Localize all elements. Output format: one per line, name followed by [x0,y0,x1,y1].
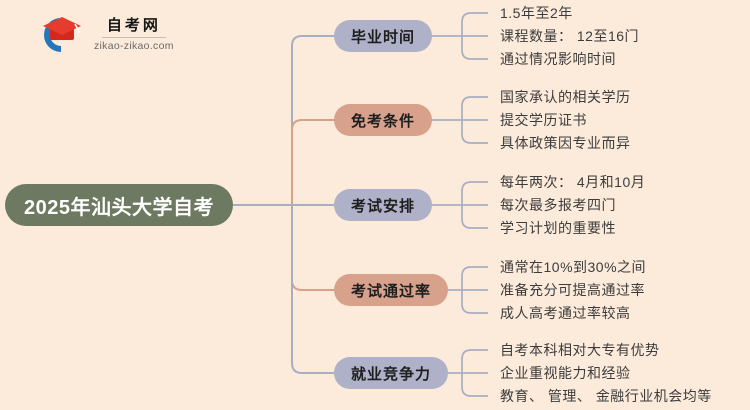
logo-divider [101,36,166,38]
graduation-cap-icon [43,17,81,52]
logo-text-block: 自考网 zikao-zikao.com [94,17,174,52]
leaf-item: 国家承认的相关学历 [500,89,631,105]
branch-node-employment-competitiveness: 就业竞争力 [334,357,449,389]
bracket-group-4 [445,266,488,314]
leaf-item: 自考本科相对大专有优势 [500,342,660,358]
branch-node-exam-schedule: 考试安排 [334,189,433,221]
logo-site-name: 自考网 [106,16,161,34]
bracket-group-5 [445,349,488,397]
leaf-item: 学习计划的重要性 [500,220,616,236]
branch-node-exemption-conditions: 免考条件 [334,104,433,136]
leaf-item: 准备充分可提高通过率 [500,282,645,298]
branch-node-graduation-time: 毕业时间 [334,20,433,52]
logo-domain: zikao-zikao.com [94,39,174,52]
root-node: 2025年汕头大学自考 [5,184,233,226]
leaf-item: 提交学历证书 [500,112,587,128]
bracket-group-1 [428,12,488,60]
leaf-item: 企业重视能力和经验 [500,365,631,381]
connector-branch-2 [291,119,336,205]
branch-node-pass-rate: 考试通过率 [334,274,449,306]
leaf-item: 成人高考通过率较高 [500,305,631,321]
bracket-group-2 [430,96,488,144]
site-logo: 自考网 zikao-zikao.com [34,14,174,54]
leaf-item: 教育、 管理、 金融行业机会均等 [500,388,712,404]
leaf-item: 1.5年至2年 [500,5,573,21]
leaf-item: 通常在10%到30%之间 [500,259,647,275]
leaf-item: 课程数量： 12至16门 [500,28,640,44]
connector-branch-5 [291,205,336,374]
leaf-item: 具体政策因专业而异 [500,135,631,151]
bracket-group-3 [430,181,488,229]
leaf-item: 通过情况影响时间 [500,51,616,67]
leaf-item: 每次最多报考四门 [500,197,616,213]
leaf-item: 每年两次： 4月和10月 [500,174,646,190]
connector-branch-4 [291,205,336,291]
